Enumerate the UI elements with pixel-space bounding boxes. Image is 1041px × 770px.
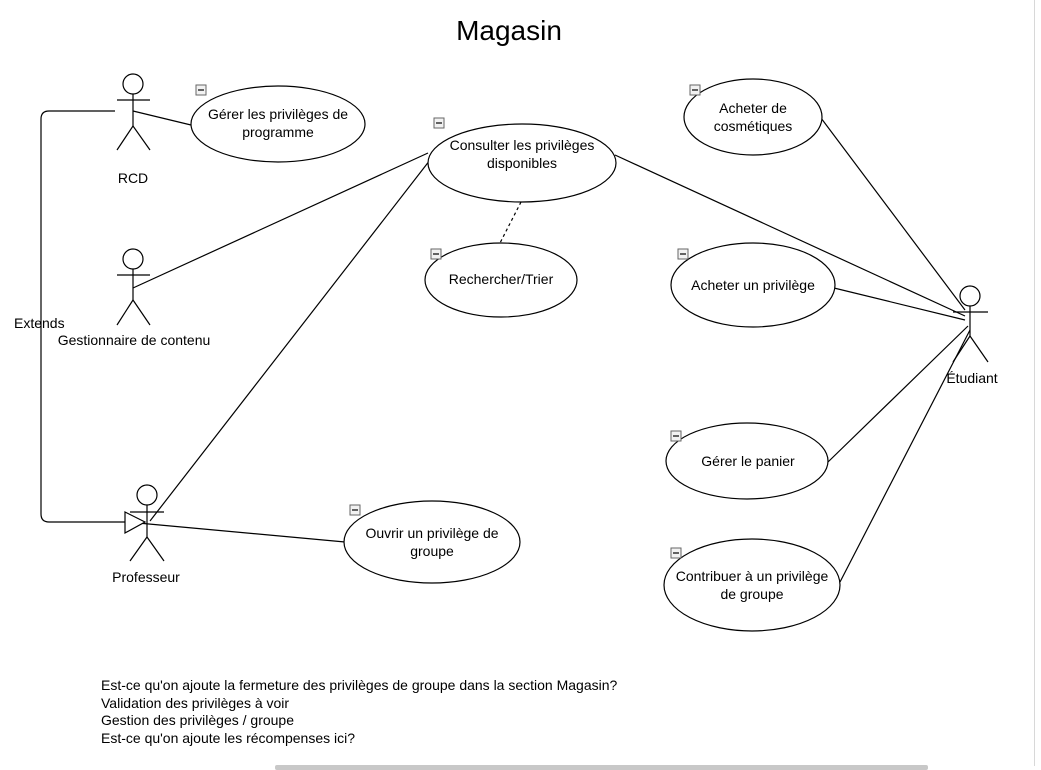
- assoc-etudiant-acheter-privilege: [833, 287, 966, 321]
- usecase-label: programme: [242, 124, 314, 140]
- assoc-rcd-gerer-programme: [132, 110, 192, 126]
- assoc-gestionnaire-consulter: [132, 152, 429, 289]
- actor-professeur-label: Professeur: [112, 569, 180, 585]
- dependency-consulter-rechercher: [499, 201, 522, 244]
- actor-etudiant-figure[interactable]: [952, 285, 989, 363]
- usecase-ouvrir-privilege-groupe[interactable]: [343, 500, 521, 584]
- usecase-label: cosmétiques: [714, 118, 793, 134]
- extends-connector: [40, 110, 125, 523]
- assoc-etudiant-consulter: [614, 154, 966, 317]
- extends-label: Extends: [14, 315, 65, 331]
- collapse-markers: [195, 84, 701, 559]
- collapse-icon[interactable]: [195, 84, 207, 96]
- usecase-contribuer-privilege-groupe[interactable]: [663, 538, 841, 632]
- usecase-label: Contribuer à un privilège: [676, 568, 829, 584]
- usecase-label: Gérer les privilèges de: [208, 106, 348, 122]
- usecase-label: Acheter de: [719, 100, 787, 116]
- usecase-label: Gérer le panier: [701, 453, 795, 469]
- assoc-etudiant-cosmetiques: [820, 117, 966, 311]
- assoc-professeur-consulter: [149, 159, 431, 522]
- usecase-label: groupe: [410, 543, 454, 559]
- extends-arrowhead: [124, 511, 147, 535]
- usecase-label: Rechercher/Trier: [449, 271, 554, 287]
- actor-rcd-figure[interactable]: [116, 73, 151, 151]
- actor-professeur-figure[interactable]: [129, 484, 165, 562]
- collapse-icon[interactable]: [433, 117, 445, 129]
- horizontal-scrollbar[interactable]: [275, 765, 928, 770]
- notes-block: Est-ce qu'on ajoute la fermeture des pri…: [101, 677, 617, 747]
- collapse-icon[interactable]: [430, 248, 442, 260]
- usecase-label: Acheter un privilège: [691, 277, 815, 293]
- assoc-etudiant-panier: [827, 325, 969, 463]
- collapse-icon[interactable]: [670, 547, 682, 559]
- assoc-professeur-ouvrir: [137, 522, 346, 543]
- actor-rcd-label: RCD: [118, 170, 148, 186]
- usecase-label: Ouvrir un privilège de: [365, 525, 498, 541]
- usecase-gerer-privileges-programme[interactable]: [190, 85, 366, 163]
- usecase-gerer-panier[interactable]: [665, 422, 829, 500]
- collapse-icon[interactable]: [670, 430, 682, 442]
- note-line: Validation des privilèges à voir: [101, 694, 290, 711]
- actor-etudiant-label: Étudiant: [946, 370, 997, 386]
- usecase-consulter-privileges[interactable]: [427, 123, 617, 203]
- diagram-title: Magasin: [456, 15, 562, 46]
- collapse-icon[interactable]: [349, 504, 361, 516]
- note-line: Est-ce qu'on ajoute la fermeture des pri…: [101, 677, 618, 693]
- actor-gestionnaire-label: Gestionnaire de contenu: [58, 332, 211, 348]
- usecase-acheter-privilege[interactable]: [670, 242, 836, 328]
- actor-gestionnaire-figure[interactable]: [116, 248, 151, 326]
- assoc-etudiant-contribuer: [839, 329, 971, 583]
- note-line: Est-ce qu'on ajoute les récompenses ici?: [101, 729, 356, 746]
- collapse-icon[interactable]: [689, 84, 701, 96]
- usecase-label: disponibles: [487, 155, 557, 171]
- usecase-label: Consulter les privilèges: [450, 137, 595, 153]
- collapse-icon[interactable]: [677, 248, 689, 260]
- usecase-acheter-cosmetiques[interactable]: [683, 78, 823, 156]
- usecase-rechercher-trier[interactable]: [424, 242, 578, 318]
- note-line: Gestion des privilèges / groupe: [101, 712, 294, 728]
- usecase-label: de groupe: [720, 586, 783, 602]
